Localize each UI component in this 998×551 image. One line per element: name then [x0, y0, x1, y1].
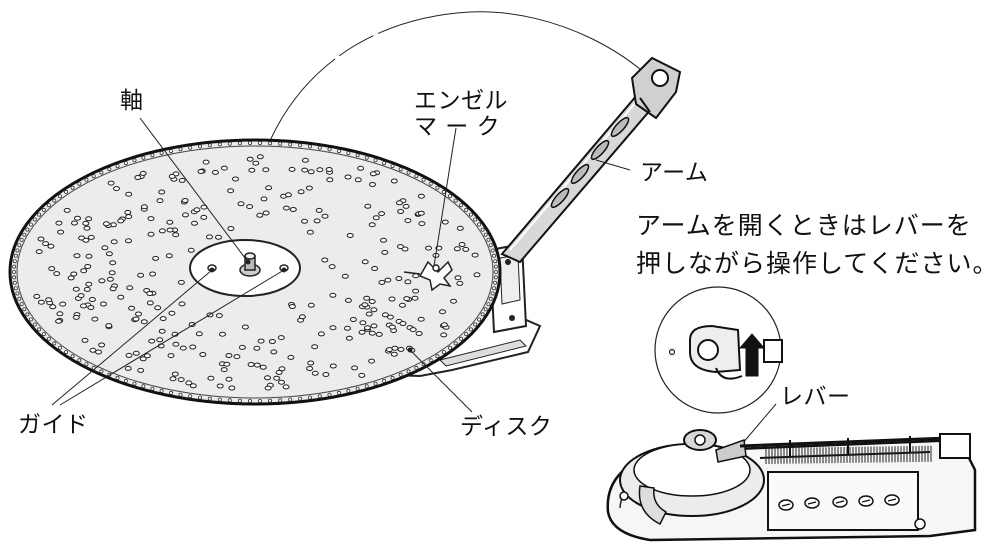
- guide-label: ガイド: [18, 412, 89, 438]
- arm-label: アーム: [640, 160, 709, 186]
- angel-mark: [403, 260, 453, 292]
- lever-leader: [741, 403, 777, 445]
- shaft-leader: [139, 117, 249, 263]
- angel-leader: [433, 127, 457, 267]
- mechanism-illustration: [606, 429, 977, 542]
- lever-detail-inset: [654, 286, 783, 414]
- angel-mark-label-line2: マ ー ク: [414, 114, 501, 140]
- disc-rim-holes: [11, 140, 498, 403]
- disc-label: ディスク: [460, 414, 553, 440]
- instruction-line-2: 押しながら操作してください。: [636, 249, 998, 278]
- lever-label: レバー: [780, 384, 851, 410]
- arm-leader: [595, 159, 631, 171]
- disc-pin-holes: [33, 154, 481, 391]
- disc-leader: [409, 349, 473, 413]
- guide-leader-1: [51, 269, 213, 406]
- arm: [500, 56, 682, 264]
- guide-leader-2: [59, 269, 285, 406]
- shaft: [239, 252, 261, 277]
- mechanism-screws: [778, 436, 911, 511]
- angel-mark-label-line1: エンゼル: [414, 88, 508, 114]
- shaft-label: 軸: [120, 88, 144, 114]
- instruction-line-1: アームを開くときはレバーを: [636, 211, 972, 240]
